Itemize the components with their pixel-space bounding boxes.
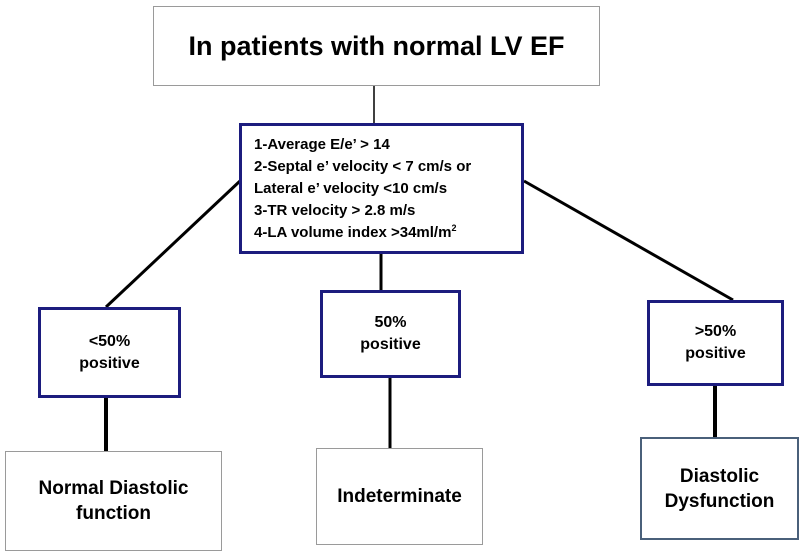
branch-left-line1: <50% xyxy=(88,332,131,350)
outcome-left-line2: function xyxy=(76,503,151,524)
branch-right-line1: >50% xyxy=(694,323,737,340)
branch-less-than-50: <50% positive xyxy=(38,307,181,398)
outcome-dysfunction: Diastolic Dysfunction xyxy=(640,437,799,540)
outcome-indeterminate: Indeterminate xyxy=(316,448,483,545)
outcome-right-line2: Dysfunction xyxy=(664,490,775,512)
branch-mid-line1: 50% xyxy=(374,314,407,331)
branch-right-line2: positive xyxy=(685,345,746,362)
criterion-2-cont: Lateral e’ velocity <10 cm/s xyxy=(254,179,448,197)
outcome-normal: Normal Diastolic function xyxy=(5,451,222,551)
branch-left-line2: positive xyxy=(79,354,140,372)
branch-equal-50: 50% positive xyxy=(320,290,461,378)
criterion-4: 4-LA volume index >34ml/m2 xyxy=(254,222,457,241)
connector-criteria-left xyxy=(104,179,242,309)
outcome-right-line1: Diastolic xyxy=(679,465,760,487)
criterion-1: 1-Average E/e’ > 14 xyxy=(254,135,390,153)
outcome-left-line1: Normal Diastolic xyxy=(38,478,189,499)
branch-mid-line2: positive xyxy=(360,336,421,353)
title-box: In patients with normal LV EF xyxy=(153,6,600,86)
criterion-3: 3-TR velocity > 2.8 m/s xyxy=(254,201,416,219)
superscript-2: 2 xyxy=(451,222,457,233)
criteria-box: 1-Average E/e’ > 14 2-Septal e’ velocity… xyxy=(239,123,524,254)
title-text: In patients with normal LV EF xyxy=(188,30,565,61)
outcome-mid-line1: Indeterminate xyxy=(337,486,462,507)
criterion-2: 2-Septal e’ velocity < 7 cm/s or xyxy=(254,157,472,175)
branch-greater-than-50: >50% positive xyxy=(647,300,784,386)
connector-criteria-right xyxy=(523,179,734,302)
